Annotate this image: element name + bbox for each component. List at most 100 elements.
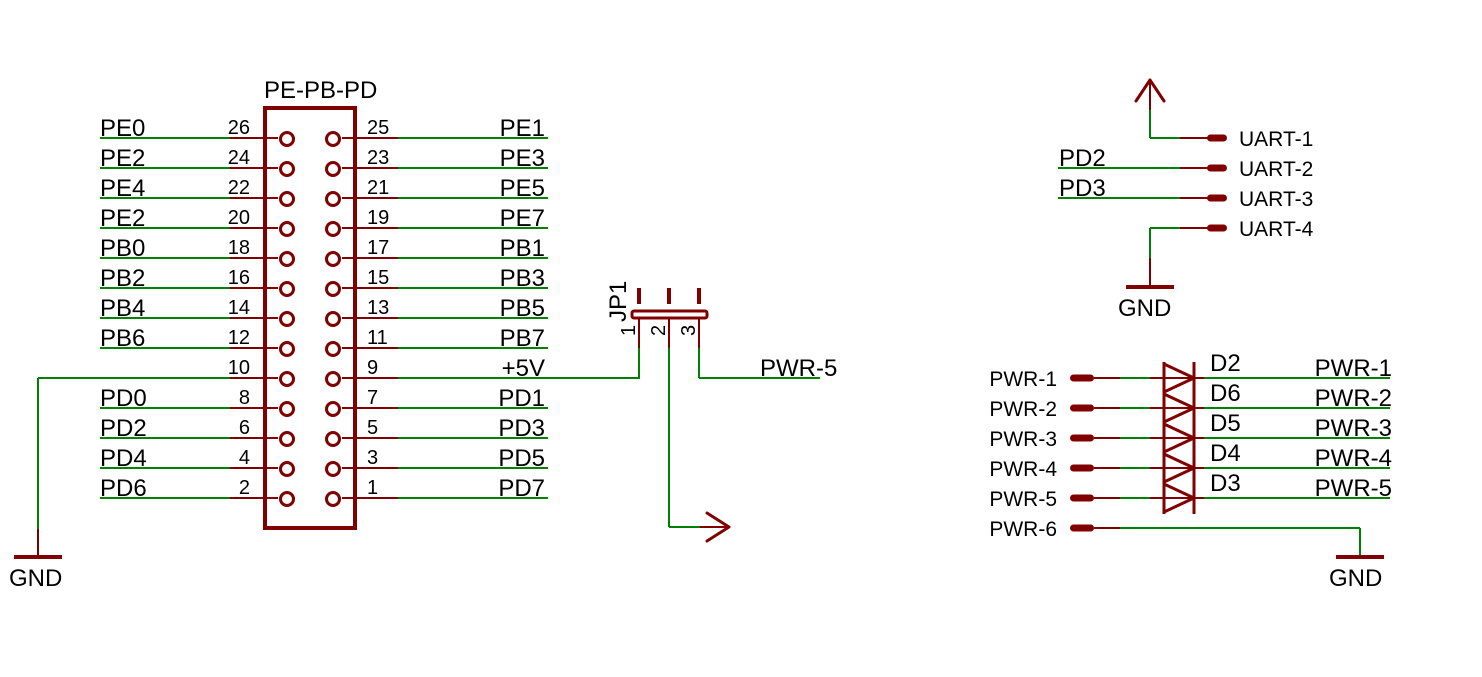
header-pin-number: 10 [228,357,250,379]
header-right-net-label: PD3 [498,415,545,442]
diode-ref-label: D5 [1210,410,1241,437]
header-right-net-label: PD5 [498,445,545,472]
pin-pad [279,461,295,477]
jumper-pin-number: 3 [678,325,700,336]
header-pin-number: 12 [228,327,250,349]
header-left-net-label: PE0 [100,115,145,142]
uart-pin-label: UART-3 [1239,188,1313,211]
connector-pad [1070,494,1094,502]
header-right-net-label: PB7 [500,325,545,352]
header-right-net-label: PE7 [500,205,545,232]
pin-pad [325,341,341,357]
header-pin-number: 5 [367,417,378,439]
power-pin-label: PWR-3 [989,428,1057,451]
connector-pad [1207,224,1227,232]
connector-pad [1207,194,1227,202]
power-pin-label: PWR-2 [989,398,1057,421]
pin-pad [325,131,341,147]
jumper-pin-number: 1 [618,325,640,336]
header-left-net-label: PE2 [100,205,145,232]
pin-pad [279,161,295,177]
header-left-net-label: PE2 [100,145,145,172]
connector-pad [1207,164,1227,172]
header-right-net-label: +5V [502,355,545,382]
diode-ref-label: D2 [1210,350,1241,377]
header-pin-number: 24 [228,147,250,169]
pin-pad [279,491,295,507]
header-pin-number: 19 [367,207,389,229]
header-left-net-label: PD4 [100,445,147,472]
power-pin-label: PWR-6 [989,518,1057,541]
header-left-net-label: PD6 [100,475,147,502]
pin-pad [279,401,295,417]
jumper-body [630,309,709,320]
connector-pad [1070,464,1094,472]
uart-pin-label: UART-1 [1239,128,1313,151]
header-pin-number: 20 [228,207,250,229]
header-pin-number: 13 [367,297,389,319]
uart-net-label: PD3 [1059,175,1106,202]
connector-pad [1070,404,1094,412]
header-pin-number: 23 [367,147,389,169]
header-left-net-label: PB4 [100,295,145,322]
header-pin-number: 6 [239,417,250,439]
header-right-net-label: PD7 [498,475,545,502]
arrow-up-icon [1134,78,1166,103]
header-pin-number: 18 [228,237,250,259]
power-out-net-label: PWR-2 [1315,385,1392,412]
pin-pad [325,431,341,447]
header-right-net-label: PB3 [500,265,545,292]
uart-net-label: PD2 [1059,145,1106,172]
pin-pad [279,281,295,297]
header-pin-number: 2 [239,477,250,499]
diode-ref-label: D3 [1210,470,1241,497]
header-pin-number: 9 [367,357,378,379]
pin-pad [325,491,341,507]
pin-pad [325,311,341,327]
header-right-net-label: PE3 [500,145,545,172]
connector-pad [1207,134,1227,142]
header-pin-number: 4 [239,447,250,469]
header-left-net-label: PB2 [100,265,145,292]
header-pin-number: 8 [239,387,250,409]
header-pin-number: 1 [367,477,378,499]
power-pin-label: PWR-4 [989,458,1057,481]
header-pin-number: 21 [367,177,389,199]
header-right-net-label: PD1 [498,385,545,412]
header-right-net-label: PE5 [500,175,545,202]
header-body [263,106,357,530]
header-pin-number: 15 [367,267,389,289]
pin-pad [279,191,295,207]
connector-pad [1070,434,1094,442]
power-pin-label: PWR-1 [989,368,1057,391]
header-left-net-label: PE4 [100,175,145,202]
header-pin-number: 3 [367,447,378,469]
pin-pad [279,341,295,357]
uart-pin-label: UART-2 [1239,158,1313,181]
pin-pad [325,161,341,177]
diode-ref-label: D4 [1210,440,1241,467]
pin-pad [279,371,295,387]
pin-pad [325,401,341,417]
header-pin-number: 14 [228,297,250,319]
pin-pad [325,371,341,387]
pin-pad [279,251,295,267]
header-title: PE-PB-PD [264,77,377,104]
header-right-net-label: PB5 [500,295,545,322]
pin-pad [325,461,341,477]
header-pin-number: 26 [228,117,250,139]
jumper-pin-number: 2 [648,325,670,336]
header-pin-number: 25 [367,117,389,139]
connector-pad [1070,374,1094,382]
pin-pad [325,191,341,207]
pin-pad [279,221,295,237]
header-pin-number: 11 [367,327,388,349]
pin-pad [279,431,295,447]
pin-pad [325,281,341,297]
pin-pad [279,131,295,147]
header-left-net-label: PD0 [100,385,147,412]
header-left-net-label: PD2 [100,415,147,442]
pin-pad [325,221,341,237]
header-right-net-label: PB1 [500,235,545,262]
